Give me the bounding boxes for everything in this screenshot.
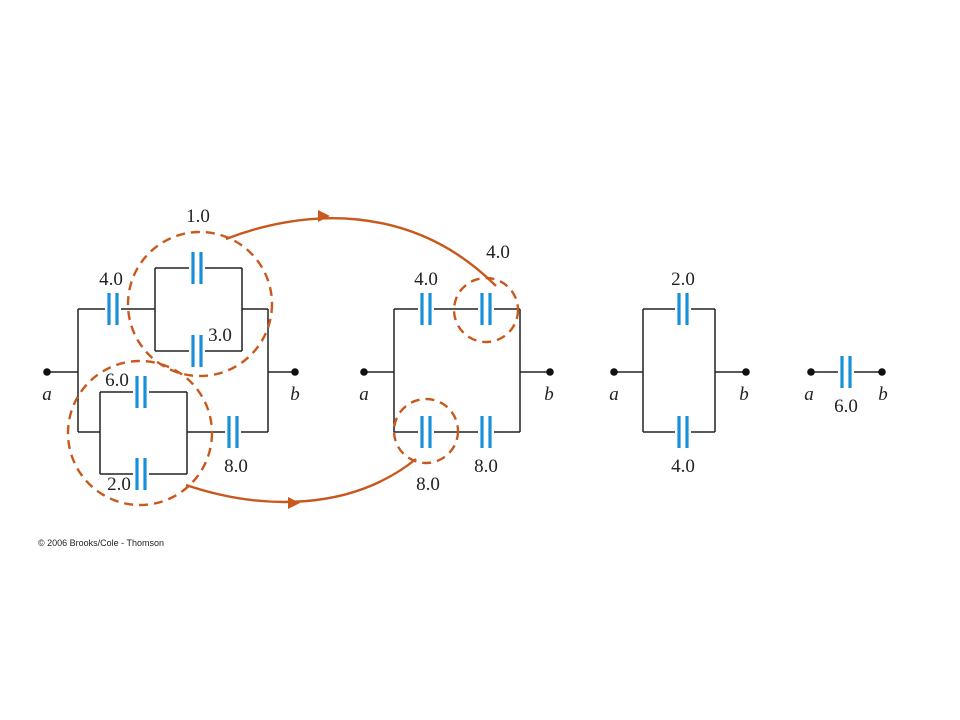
- reduction-arrow-bottom: [185, 458, 417, 504]
- terminal-b-node: [742, 368, 750, 376]
- capacitor-label: 4.0: [414, 269, 438, 290]
- terminal-a-label: a: [359, 384, 369, 405]
- capacitor-6-0-equivalent: 6.0: [834, 356, 858, 417]
- circuit-stage-2: a b 4.0 4.0 8.0 8.0: [359, 242, 554, 495]
- copyright-credit: © 2006 Brooks/Cole - Thomson: [38, 538, 165, 548]
- terminal-b-label: b: [544, 384, 554, 405]
- arrowhead-icon: [288, 497, 300, 509]
- terminal-a-node: [807, 368, 815, 376]
- circuit-stage-4: a b 6.0: [804, 356, 888, 417]
- terminal-b-node: [291, 368, 299, 376]
- terminal-b-label: b: [739, 384, 749, 405]
- series-group-highlight: [452, 276, 520, 344]
- capacitor-8-0-combined: 8.0: [416, 416, 440, 495]
- terminal-a-label: a: [804, 384, 814, 405]
- capacitor-label: 3.0: [208, 325, 232, 346]
- terminal-a-node: [43, 368, 51, 376]
- circuit-stage-3: a b 2.0 4.0: [609, 269, 750, 477]
- parallel-group-highlight: [126, 230, 274, 378]
- capacitor-label: 2.0: [107, 474, 131, 495]
- terminal-a-node: [610, 368, 618, 376]
- capacitor-4-0-combined: 4.0: [478, 242, 510, 325]
- capacitor-label: 8.0: [416, 474, 440, 495]
- capacitor-3-0: 3.0: [189, 325, 232, 367]
- capacitor-2-0: 2.0: [107, 458, 149, 495]
- capacitor-label: 8.0: [474, 456, 498, 477]
- capacitor-label: 6.0: [105, 370, 129, 391]
- terminal-b-node: [546, 368, 554, 376]
- series-group-highlight: [392, 397, 460, 465]
- capacitor-label: 6.0: [834, 396, 858, 417]
- capacitor-4-0: 4.0: [414, 269, 438, 325]
- terminal-a-label: a: [609, 384, 619, 405]
- arrowhead-icon: [318, 210, 330, 222]
- terminal-b-node: [878, 368, 886, 376]
- capacitor-6-0: 6.0: [105, 370, 149, 408]
- terminal-a-node: [360, 368, 368, 376]
- circuit-stage-1: a b 4.0 1.0 3.0 6.0: [42, 206, 300, 507]
- capacitor-label: 4.0: [486, 242, 510, 263]
- capacitor-1-0: 1.0: [186, 206, 210, 284]
- parallel-group-highlight: [66, 359, 214, 507]
- capacitor-8-0: 8.0: [224, 416, 248, 477]
- capacitor-label: 4.0: [99, 269, 123, 290]
- terminal-b-label: b: [878, 384, 888, 405]
- reduction-arrow-top: [225, 217, 497, 287]
- capacitor-label: 8.0: [224, 456, 248, 477]
- capacitor-label: 4.0: [671, 456, 695, 477]
- capacitor-label: 2.0: [671, 269, 695, 290]
- capacitor-8-0: 8.0: [474, 416, 498, 477]
- capacitor-4-0: 4.0: [99, 269, 123, 325]
- capacitor-label: 1.0: [186, 206, 210, 227]
- terminal-a-label: a: [42, 384, 52, 405]
- capacitor-4-0: 4.0: [671, 416, 695, 477]
- capacitor-2-0: 2.0: [671, 269, 695, 325]
- terminal-b-label: b: [290, 384, 300, 405]
